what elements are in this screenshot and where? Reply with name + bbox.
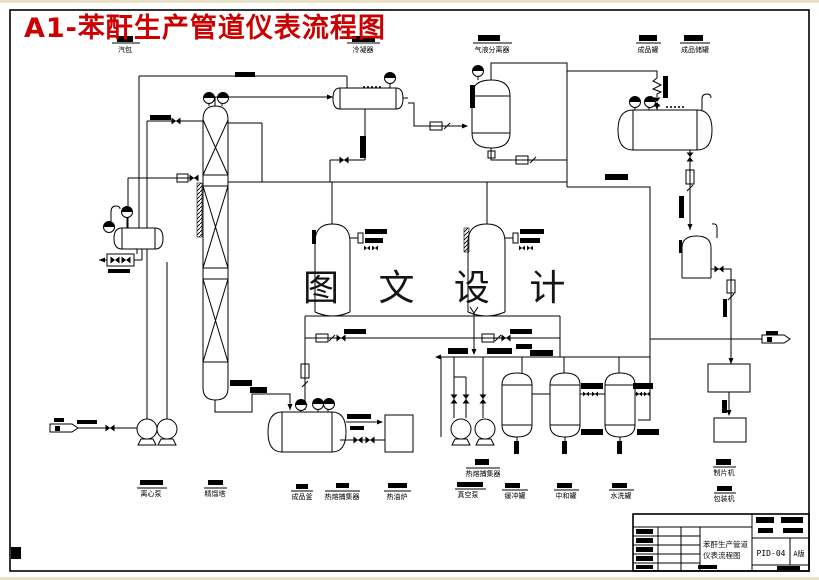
label-product-tank: 成品罐 [636, 35, 661, 54]
label-distillation-column: 精馏塔 [204, 480, 227, 498]
label-text-buffer-tank: 缓冲罐 [505, 491, 526, 500]
label-text-vacuum-pump: 真空泵 [458, 490, 479, 499]
title-block: 苯酐生产管道 仪表流程图 PID-04 A版 [632, 513, 810, 572]
top-edge-strip [0, 0, 819, 3]
vacuum-pump-1 [450, 418, 472, 446]
label-text-hot-melt-trap-bottom: 热熔捕集器 [325, 492, 360, 501]
equipment-labels: 汽包 冷凝器 气液分离器 成品罐 成品储罐 离心泵 精馏塔 成品釜 热熔捕集器 … [112, 35, 736, 503]
centrifugal-pump-1 [136, 418, 158, 446]
separator-instrument [472, 65, 484, 77]
drawing-border [9, 9, 810, 572]
label-text-steam-drum: 汽包 [118, 45, 132, 54]
product-storage-vessel [679, 223, 718, 279]
drum-instrument-1 [121, 206, 133, 218]
label-hot-melt-trap-mid: 热熔捕集器 [466, 459, 501, 478]
label-text-water-wash-tank: 水洗罐 [611, 491, 632, 500]
label-text-neutralization-tank: 中和罐 [556, 491, 577, 500]
label-text-gas-liquid-separator: 气液分离器 [475, 45, 510, 54]
centrifugal-pumps [136, 418, 178, 446]
label-neutralization-tank: 中和罐 [554, 483, 579, 500]
hot-oil-furnace-box [384, 414, 414, 453]
kettle-instrument-2 [312, 398, 324, 410]
label-text-condenser: 冷凝器 [353, 45, 374, 54]
packaging-machine-box [713, 417, 747, 443]
product-kettle [267, 398, 347, 453]
label-flaker: 制片机 [713, 459, 736, 477]
label-buffer-tank: 缓冲罐 [502, 483, 528, 500]
label-centrifugal-pump: 离心泵 [137, 480, 167, 498]
condenser-instrument [384, 72, 396, 84]
condenser [332, 72, 408, 110]
column-instrument-2 [217, 92, 229, 104]
label-text-flaker: 制片机 [714, 468, 735, 477]
page-title: A1-苯酐生产管道仪表流程图 [24, 12, 386, 44]
melt-trap-vessel-right [463, 223, 544, 317]
product-out-flag [761, 334, 791, 344]
storage-vent-hook [711, 223, 718, 238]
label-gas-liquid-separator: 气液分离器 [473, 35, 512, 54]
centrifugal-pump-2 [156, 418, 178, 446]
title-block-project-line2: 仪表流程图 [703, 550, 741, 560]
label-text-product-storage-tank: 成品储罐 [681, 45, 709, 54]
vacuum-pump-2 [474, 418, 496, 446]
label-text-hot-oil-furnace: 热油炉 [387, 492, 408, 501]
column-hatch-strip [196, 182, 203, 238]
steam-drum [99, 205, 164, 273]
flaker-box [707, 363, 751, 393]
label-hot-oil-furnace: 热油炉 [384, 483, 411, 501]
distillation-column [196, 92, 229, 401]
corner-mark [11, 547, 21, 559]
label-packaging-machine: 包装机 [714, 486, 736, 503]
title-block-project-line1: 苯酐生产管道 [703, 539, 748, 549]
neutralization-tank-vessel [549, 372, 581, 454]
label-vacuum-pump: 真空泵 [455, 482, 486, 499]
kettle-instrument-3 [323, 398, 335, 410]
column-instrument-1 [203, 92, 215, 104]
drum-instrument-2 [103, 221, 115, 233]
kettle-instrument-1 [295, 399, 307, 411]
label-text-hot-melt-trap-mid: 热熔捕集器 [466, 469, 501, 478]
label-text-product-tank: 成品罐 [638, 45, 659, 54]
title-block-revision: A版 [793, 549, 804, 558]
title-block-drawing-no: PID-04 [757, 549, 786, 558]
label-product-storage-tank: 成品储罐 [680, 35, 710, 54]
label-water-wash-tank: 水洗罐 [609, 483, 634, 500]
product-tank [617, 93, 713, 151]
bottom-edge-strip [0, 577, 819, 580]
label-hot-melt-trap-bottom: 热熔捕集器 [325, 483, 360, 501]
tank-instrument-1 [629, 96, 641, 108]
vacuum-pumps [450, 418, 496, 446]
label-text-packaging-machine: 包装机 [714, 494, 735, 503]
water-wash-tank-vessel [604, 372, 636, 454]
tank-instrument-2 [644, 96, 656, 108]
piping-network [49, 62, 778, 444]
label-text-centrifugal-pump: 离心泵 [141, 489, 162, 498]
label-text-product-kettle: 成品釜 [292, 492, 313, 501]
tank-vent-hook [701, 93, 712, 110]
melt-trap-vessel-left [312, 223, 387, 317]
watermark-text: 图 文 设 计 [303, 268, 579, 309]
buffer-tank-vessel [501, 372, 533, 454]
label-steam-drum: 汽包 [112, 36, 140, 54]
label-product-kettle: 成品釜 [291, 484, 313, 501]
label-text-distillation-column: 精馏塔 [205, 489, 226, 498]
gas-liquid-separator [470, 65, 511, 149]
label-condenser: 冷凝器 [347, 36, 380, 54]
